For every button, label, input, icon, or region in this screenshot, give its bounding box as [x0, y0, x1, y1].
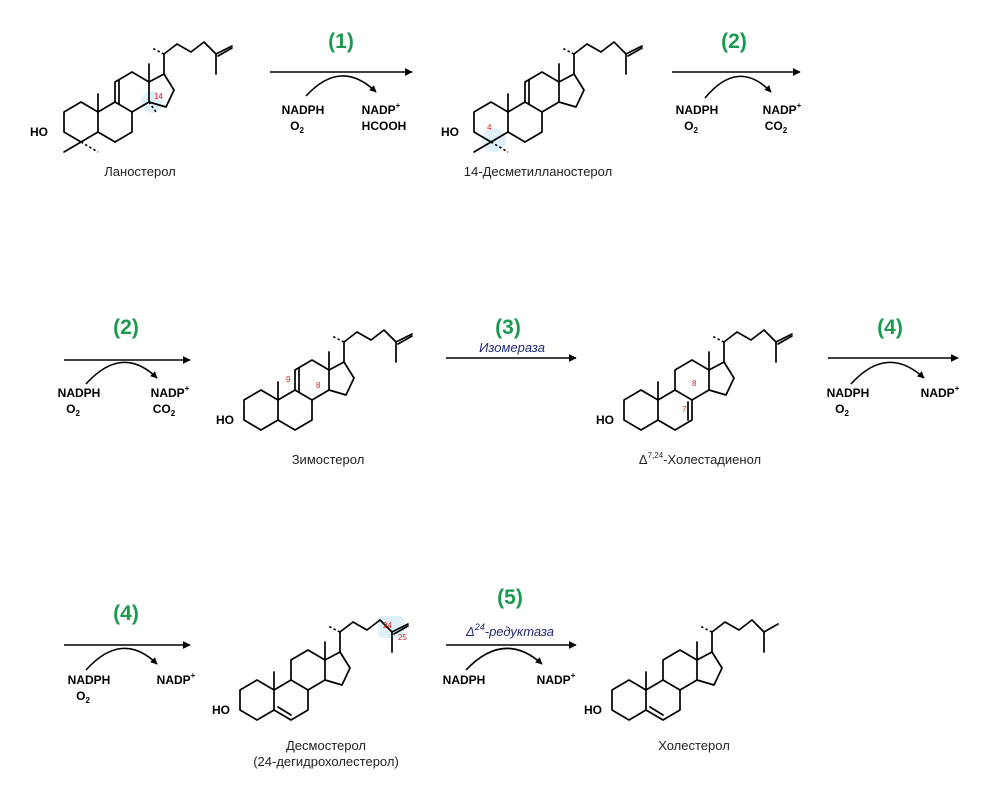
- cofactor-curve-2b: [85, 361, 158, 385]
- name-desmethyllanosterol: 14-Десметилланостерол: [464, 164, 612, 179]
- lanosterol-structure: 14: [63, 41, 233, 153]
- desmosterol-ho-label: HO: [212, 703, 230, 717]
- name-desmosterol-alt: (24-дегидрохолестерол): [253, 754, 399, 769]
- cholesterol-structure: [611, 619, 779, 721]
- cofactor-nadph-2a: NADPH: [676, 103, 719, 117]
- cofactor-curve-4a: [850, 361, 925, 385]
- enzyme-isomerase: Изомераза: [479, 340, 545, 355]
- atom-number-8: 8: [316, 381, 321, 390]
- cofactor-nadp-2a: NADP+: [763, 101, 802, 117]
- cholestadienol-ho-label: HO: [596, 413, 614, 427]
- cofactor-curve-2a: [704, 75, 772, 99]
- cholestadienol-structure: 8 7: [623, 329, 793, 431]
- atom-number-25: 25: [398, 633, 407, 642]
- desmethyllanosterol-structure: 4: [473, 41, 643, 153]
- step-label-3: (3): [495, 316, 521, 339]
- step-label-2a: (2): [721, 30, 747, 53]
- step-label-1: (1): [328, 30, 354, 53]
- cofactor-nadph-4a: NADPH: [827, 386, 870, 400]
- cofactor-curve-4b: [85, 647, 158, 671]
- desmosterol-structure: 24 25: [239, 616, 409, 721]
- cholesterol-ho-label: HO: [584, 703, 602, 717]
- cofactor-nadp-2b: NADP+: [151, 384, 190, 400]
- cofactor-co2-2b: CO2: [153, 402, 176, 418]
- cofactor-nadph-5: NADPH: [443, 673, 486, 687]
- cofactor-o2-2a: O2: [684, 119, 698, 135]
- atom-number-24: 24: [383, 621, 392, 630]
- cofactor-o2-4b: O2: [76, 689, 90, 705]
- cofactor-o2-2b: O2: [66, 402, 80, 418]
- lanosterol-ho-label: HO: [30, 125, 48, 139]
- cofactor-nadp-5: NADP+: [537, 671, 576, 687]
- cofactor-o2-4a: O2: [835, 402, 849, 418]
- cofactor-nadp-4a: NADP+: [921, 384, 960, 400]
- cofactor-nadph-2b: NADPH: [58, 386, 101, 400]
- step-label-4b: (4): [113, 602, 139, 625]
- atom-number-9: 9: [286, 375, 291, 384]
- cofactor-o2-1: O2: [290, 119, 304, 135]
- cofactor-curve-5: [465, 647, 543, 671]
- zymosterol-ho-label: HO: [216, 413, 234, 427]
- atom-number-8b: 8: [692, 379, 697, 388]
- cofactor-nadp-1: NADP+: [362, 101, 401, 117]
- name-desmosterol: Десмостерол: [286, 738, 366, 753]
- cofactor-curve-1: [305, 75, 377, 97]
- cofactor-nadp-4b: NADP+: [157, 671, 196, 687]
- cofactor-nadph-1: NADPH: [282, 103, 325, 117]
- atom-number-4: 4: [487, 123, 492, 132]
- name-lanosterol: Ланостерол: [104, 164, 175, 179]
- name-cholesterol: Холестерол: [658, 738, 730, 753]
- zymosterol-structure: 9 8: [243, 329, 413, 431]
- step-label-4a: (4): [877, 316, 903, 339]
- enzyme-reductase: Δ24-редуктаза: [465, 622, 554, 639]
- atom-number-7: 7: [682, 405, 687, 414]
- atom-number-14: 14: [154, 92, 163, 101]
- step-label-2b: (2): [113, 316, 139, 339]
- cofactor-hcooh-1: HCOOH: [362, 119, 407, 133]
- step-label-5: (5): [497, 586, 523, 609]
- cofactor-nadph-4b: NADPH: [68, 673, 111, 687]
- name-cholestadienol: Δ7,24-Холестадиенол: [639, 451, 761, 467]
- desmethyllanosterol-ho-label: HO: [441, 125, 459, 139]
- cofactor-co2-2a: CO2: [765, 119, 788, 135]
- name-zymosterol: Зимостерол: [292, 452, 365, 467]
